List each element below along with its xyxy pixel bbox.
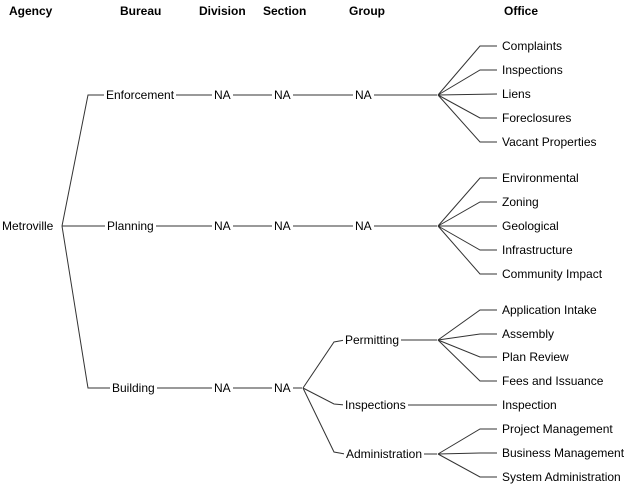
section-node-building-na: NA <box>272 381 293 395</box>
column-header-agency: Agency <box>9 4 53 18</box>
office-node-vacant-properties: Vacant Properties <box>500 135 599 149</box>
connector <box>437 339 497 382</box>
connector <box>437 177 497 227</box>
section-node-enforcement-na: NA <box>272 88 293 102</box>
connector <box>437 452 497 455</box>
office-node-environmental: Environmental <box>500 171 581 185</box>
group-node-planning-na: NA <box>353 219 374 233</box>
bureau-node-building: Building <box>110 381 157 395</box>
connector <box>437 94 497 119</box>
column-header-office: Office <box>504 4 539 18</box>
office-node-complaints: Complaints <box>500 39 565 53</box>
group-node-permitting: Permitting <box>343 333 402 347</box>
bureau-node-planning: Planning <box>105 219 156 233</box>
agency-node-metroville: Metroville <box>0 219 56 233</box>
office-node-assembly: Assembly <box>500 327 557 341</box>
office-node-foreclosures: Foreclosures <box>500 111 574 125</box>
connector <box>61 225 302 389</box>
office-node-plan-review: Plan Review <box>500 350 571 364</box>
connector <box>302 387 346 455</box>
division-node-planning-na: NA <box>212 219 233 233</box>
office-node-project-management: Project Management <box>500 422 615 436</box>
connector <box>302 387 346 406</box>
connector <box>437 339 497 358</box>
connector <box>437 69 497 96</box>
office-node-inspection: Inspection <box>500 398 559 412</box>
office-node-zoning: Zoning <box>500 195 541 209</box>
section-node-planning-na: NA <box>272 219 293 233</box>
connector <box>437 45 497 96</box>
office-node-geological: Geological <box>500 219 561 233</box>
division-node-building-na: NA <box>212 381 233 395</box>
connector <box>437 333 497 341</box>
office-node-application-intake: Application Intake <box>500 303 599 317</box>
group-node-enforcement-na: NA <box>353 88 374 102</box>
connector <box>437 225 497 275</box>
office-node-system-administration: System Administration <box>500 470 623 484</box>
connector <box>437 94 497 143</box>
column-header-section: Section <box>263 4 307 18</box>
office-node-community-impact: Community Impact <box>500 267 605 281</box>
column-header-group: Group <box>349 4 385 18</box>
connector <box>437 309 497 341</box>
connector <box>437 93 498 96</box>
office-node-business-management: Business Management <box>500 446 627 460</box>
column-header-division: Division <box>199 4 246 18</box>
office-node-infrastructure: Infrastructure <box>500 243 575 257</box>
bureau-node-enforcement: Enforcement <box>104 88 177 102</box>
connector <box>437 225 497 251</box>
connector <box>437 453 497 478</box>
column-header-bureau: Bureau <box>120 4 162 18</box>
office-node-liens: Liens <box>500 87 533 101</box>
connector <box>437 428 497 455</box>
office-node-fees-and-issuance: Fees and Issuance <box>500 374 606 388</box>
connector <box>437 201 497 227</box>
group-node-administration: Administration <box>344 447 425 461</box>
connector <box>61 94 437 227</box>
office-node-inspections: Inspections <box>500 63 565 77</box>
division-node-enforcement-na: NA <box>212 88 233 102</box>
connector <box>302 339 346 389</box>
group-node-inspections: Inspections <box>343 398 408 412</box>
